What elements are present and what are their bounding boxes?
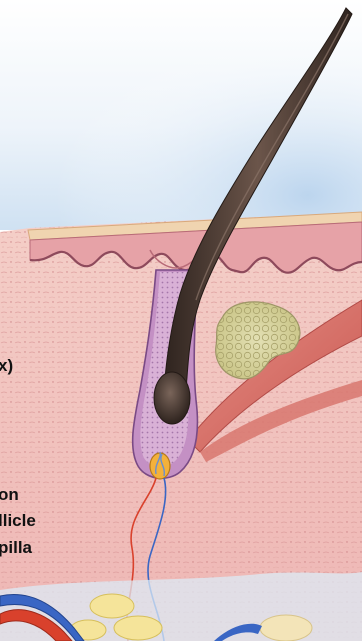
fat-cell-1 <box>90 594 134 618</box>
sky-glow <box>0 0 362 230</box>
follicle-label-partial: llicle <box>0 512 36 529</box>
fat-cell-2 <box>114 616 162 640</box>
papilla-label-partial: pilla <box>0 539 32 556</box>
innervation-label-partial: on <box>0 486 19 503</box>
cortex-label-partial: x) <box>0 357 13 374</box>
fat-cell-4 <box>260 615 312 641</box>
hair-bulb <box>154 372 190 424</box>
